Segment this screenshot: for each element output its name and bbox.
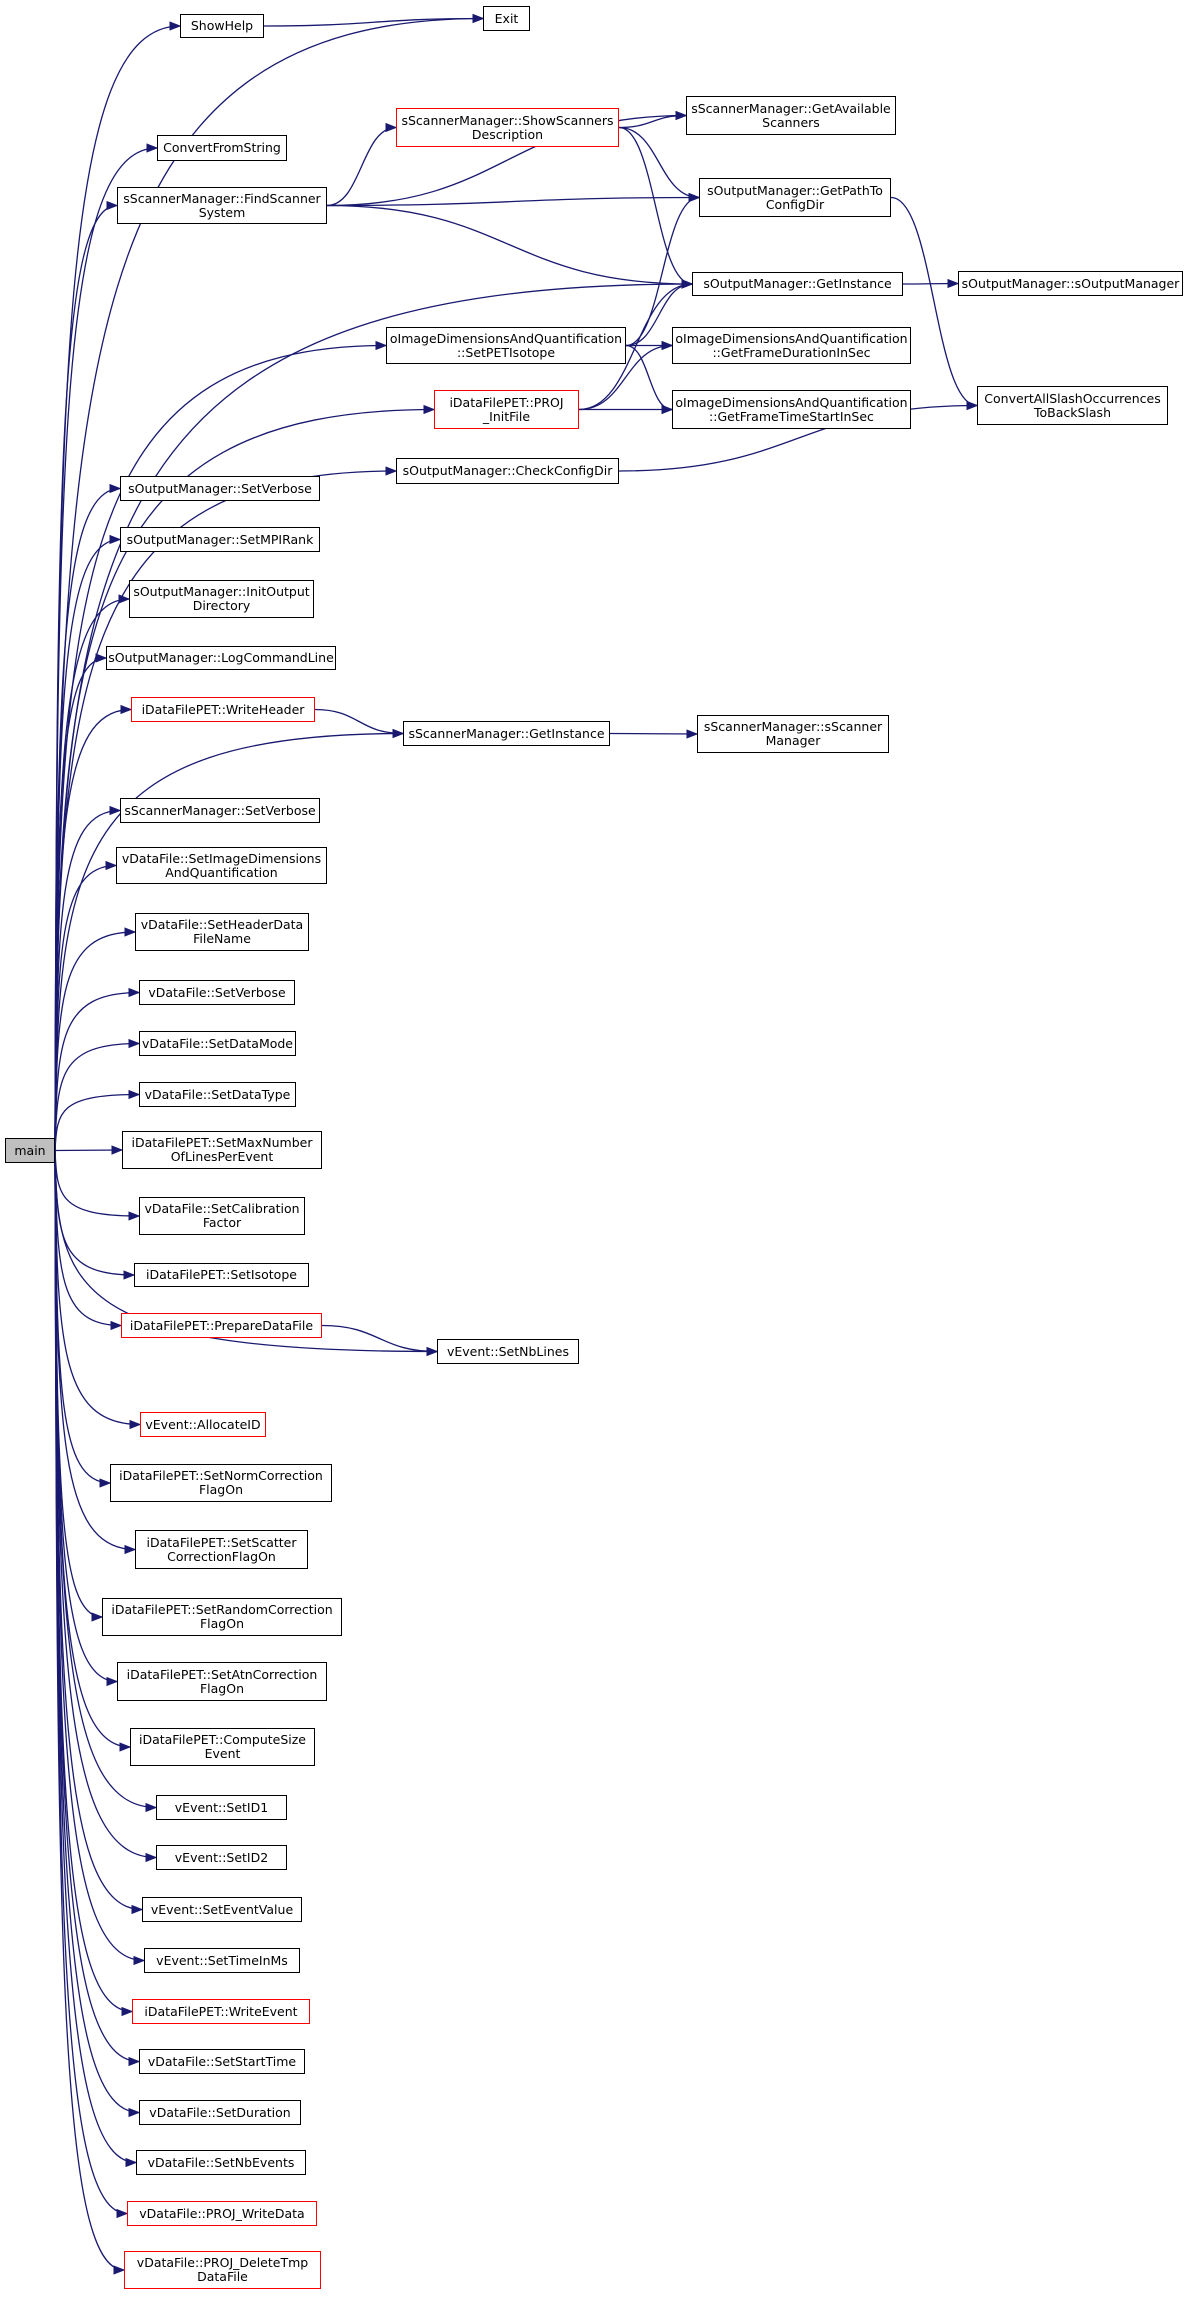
edge-scan_get_instance-to-s_scanner_manager: [609, 729, 699, 739]
node-scan-get-instance[interactable]: sScannerManager::GetInstance: [403, 721, 610, 746]
edge-main-to-set_image_dims: [54, 860, 118, 1151]
edge-main-to-set_data_type: [54, 1089, 141, 1151]
node-set-calibration[interactable]: vDataFile::SetCalibration Factor: [139, 1197, 305, 1235]
node-proj-init-file[interactable]: iDataFilePET::PROJ _InitFile: [434, 390, 579, 429]
edge-set_pet_isotope-to-get_path_to_config_dir: [625, 192, 701, 347]
edge-prepare_data_file-to-set_nb_lines: [321, 1324, 439, 1357]
node-allocate-id[interactable]: vEvent::AllocateID: [140, 1412, 266, 1437]
node-exit[interactable]: Exit: [483, 6, 530, 31]
edge-show_help-to-exit: [263, 13, 485, 27]
edge-main-to-set_max_lines: [54, 1145, 124, 1155]
edge-main-to-set_nb_lines: [54, 1150, 439, 1357]
node-set-nb-events[interactable]: vDataFile::SetNbEvents: [136, 2150, 306, 2175]
edge-show_scanners_desc-to-get_path_to_config_dir: [618, 126, 701, 203]
node-set-random-corr[interactable]: iDataFilePET::SetRandomCorrection FlagOn: [102, 1598, 342, 1636]
edge-main-to-prepare_data_file: [54, 1150, 123, 1331]
node-s-output-manager[interactable]: sOutputManager::sOutputManager: [958, 271, 1183, 296]
node-set-id2[interactable]: vEvent::SetID2: [156, 1845, 287, 1870]
node-set-id1[interactable]: vEvent::SetID1: [156, 1795, 287, 1820]
edge-write_header-to-scan_get_instance: [314, 708, 405, 739]
edge-main-to-write_header: [54, 704, 133, 1151]
node-proj-delete-tmp[interactable]: vDataFile::PROJ_DeleteTmp DataFile: [124, 2251, 321, 2289]
edge-get_path_to_config_dir-to-convert_all_slash: [890, 196, 979, 411]
node-set-event-value[interactable]: vEvent::SetEventValue: [142, 1897, 302, 1922]
edge-set_pet_isotope-to-get_frame_time_start: [625, 344, 674, 415]
node-show-help[interactable]: ShowHelp: [180, 14, 264, 38]
node-get-path-to-config-dir[interactable]: sOutputManager::GetPathTo ConfigDir: [699, 178, 891, 217]
node-set-time-in-ms[interactable]: vEvent::SetTimeInMs: [144, 1948, 300, 1973]
node-show-scanners-desc[interactable]: sScannerManager::ShowScanners Descriptio…: [396, 108, 619, 147]
node-scan-set-verbose[interactable]: sScannerManager::SetVerbose: [120, 798, 320, 823]
node-get-frame-time-start[interactable]: oImageDimensionsAndQuantification ::GetF…: [672, 390, 911, 429]
node-get-frame-duration[interactable]: oImageDimensionsAndQuantification ::GetF…: [672, 327, 911, 364]
edge-proj_init_file-to-out_get_instance: [578, 279, 694, 411]
node-get-available-scanners[interactable]: sScannerManager::GetAvailable Scanners: [686, 96, 896, 135]
node-check-config-dir[interactable]: sOutputManager::CheckConfigDir: [396, 458, 619, 484]
node-find-scanner-system[interactable]: sScannerManager::FindScanner System: [117, 187, 327, 224]
node-set-isotope[interactable]: iDataFilePET::SetIsotope: [134, 1263, 309, 1287]
edge-main-to-write_event: [54, 1150, 134, 2017]
node-proj-write-data[interactable]: vDataFile::PROJ_WriteData: [127, 2201, 317, 2226]
edge-main-to-scan_set_verbose: [54, 805, 122, 1151]
edge-proj_init_file-to-get_frame_duration: [578, 340, 674, 411]
node-write-event[interactable]: iDataFilePET::WriteEvent: [132, 1999, 310, 2024]
edge-main-to-allocate_id: [54, 1150, 142, 1430]
edge-main-to-set_data_mode: [54, 1038, 141, 1151]
edge-find_scanner_system-to-get_available_scanners: [326, 110, 688, 207]
edge-out_get_instance-to-s_output_manager: [902, 278, 960, 289]
node-s-scanner-manager[interactable]: sScannerManager::sScanner Manager: [697, 715, 889, 753]
node-set-header-data-file-name[interactable]: vDataFile::SetHeaderData FileName: [135, 913, 309, 951]
node-set-data-mode[interactable]: vDataFile::SetDataMode: [139, 1031, 296, 1056]
edge-main-to-set_pet_isotope: [54, 340, 388, 1151]
edge-main-to-scan_get_instance: [54, 728, 405, 1151]
edge-main-to-set_header_data_file_name: [54, 927, 137, 1151]
node-compute-size-event[interactable]: iDataFilePET::ComputeSize Event: [130, 1728, 315, 1766]
node-write-header[interactable]: iDataFilePET::WriteHeader: [131, 697, 315, 722]
edge-main-to-find_scanner_system: [54, 200, 119, 1151]
node-set-norm-corr[interactable]: iDataFilePET::SetNormCorrection FlagOn: [110, 1464, 332, 1502]
node-set-nb-lines[interactable]: vEvent::SetNbLines: [437, 1339, 579, 1364]
edge-main-to-log_command_line: [54, 653, 108, 1151]
node-out-set-verbose[interactable]: sOutputManager::SetVerbose: [120, 476, 320, 501]
node-prepare-data-file[interactable]: iDataFilePET::PrepareDataFile: [121, 1313, 322, 1338]
edge-show_scanners_desc-to-out_get_instance: [618, 126, 694, 289]
node-log-command-line[interactable]: sOutputManager::LogCommandLine: [106, 646, 336, 670]
edge-find_scanner_system-to-get_path_to_config_dir: [326, 192, 701, 207]
node-set-scatter-corr[interactable]: iDataFilePET::SetScatter CorrectionFlagO…: [135, 1530, 308, 1569]
node-set-atn-corr[interactable]: iDataFilePET::SetAtnCorrection FlagOn: [117, 1662, 327, 1701]
edge-find_scanner_system-to-out_get_instance: [326, 204, 694, 289]
node-out-get-instance[interactable]: sOutputManager::GetInstance: [692, 272, 903, 296]
edge-main-to-proj_delete_tmp: [54, 1150, 126, 2275]
node-set-data-type[interactable]: vDataFile::SetDataType: [139, 1082, 296, 1107]
node-set-mpi-rank[interactable]: sOutputManager::SetMPIRank: [120, 527, 320, 552]
edge-main-to-set_event_value: [54, 1150, 144, 1915]
edge-main-to-df_set_verbose: [54, 987, 141, 1151]
node-set-duration[interactable]: vDataFile::SetDuration: [139, 2100, 301, 2125]
node-convert-all-slash[interactable]: ConvertAllSlashOccurrences ToBackSlash: [977, 386, 1168, 425]
node-convert-from-string[interactable]: ConvertFromString: [157, 135, 287, 161]
edge-check_config_dir-to-convert_all_slash: [618, 400, 979, 472]
edge-show_scanners_desc-to-get_available_scanners: [618, 110, 688, 129]
node-init-output-dir[interactable]: sOutputManager::InitOutput Directory: [129, 580, 314, 618]
node-df-set-verbose[interactable]: vDataFile::SetVerbose: [139, 980, 295, 1005]
edge-find_scanner_system-to-show_scanners_desc: [326, 122, 398, 207]
node-main: main: [5, 1138, 55, 1163]
edge-main-to-set_norm_corr: [54, 1150, 112, 1488]
node-set-image-dims[interactable]: vDataFile::SetImageDimensions AndQuantif…: [116, 847, 327, 884]
node-set-start-time[interactable]: vDataFile::SetStartTime: [139, 2049, 305, 2074]
node-set-pet-isotope[interactable]: oImageDimensionsAndQuantification ::SetP…: [386, 327, 626, 364]
node-set-max-lines[interactable]: iDataFilePET::SetMaxNumber OfLinesPerEve…: [122, 1131, 322, 1169]
